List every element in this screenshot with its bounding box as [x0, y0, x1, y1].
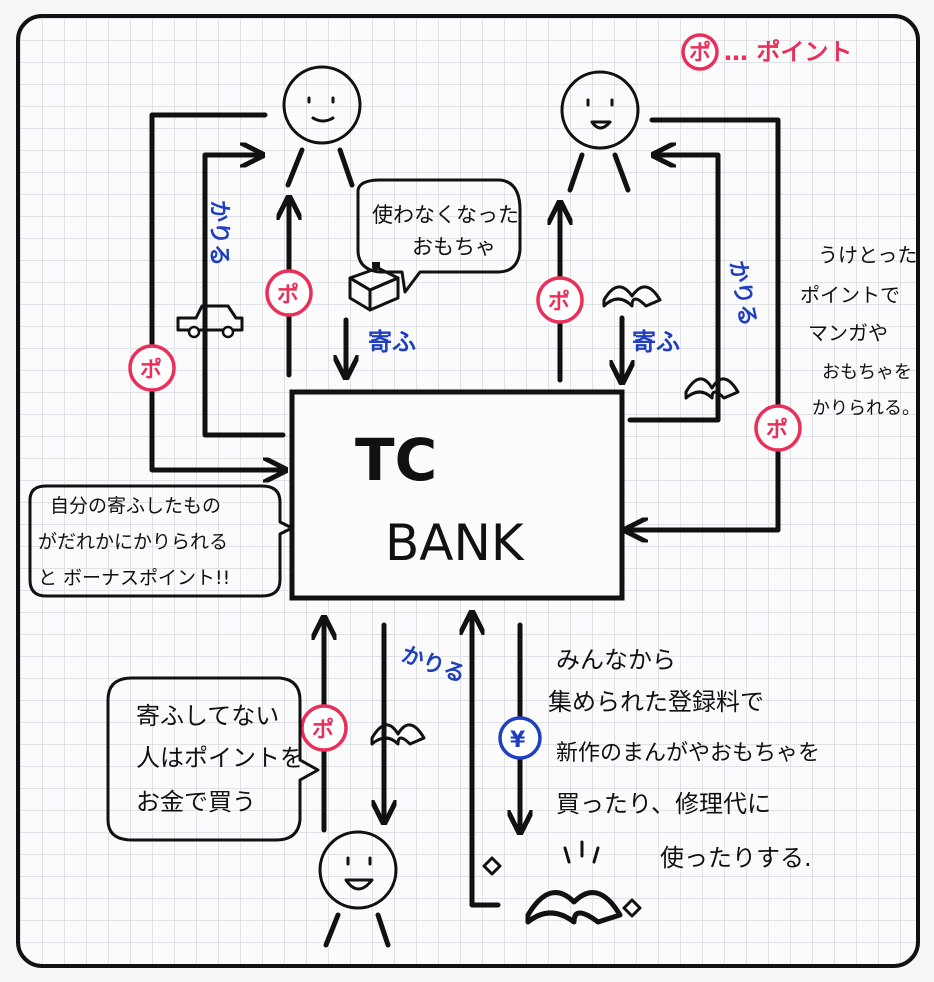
bonus-speech-bubble: 自分の寄ふしたもの がだれかにかりられる と ボーナスポイント!! [28, 484, 294, 598]
svg-text:ポイントで: ポイントで [800, 283, 900, 307]
toy-block-icon [348, 262, 400, 312]
person-head [560, 70, 640, 150]
point-badge-left-outer: ポ [128, 344, 176, 392]
kariru-label-left: かりる [206, 200, 231, 266]
buy-points-speech-bubble: 寄ふしてない 人はポイントを お金で買う [106, 676, 320, 842]
inner-left-kariru-arrow [202, 155, 286, 438]
outer-right-arrow [628, 117, 781, 530]
svg-text:集められた登録料で: 集められた登録料で [548, 688, 764, 716]
svg-text:おもちゃを: おもちゃを [822, 362, 912, 383]
svg-text:人はポイントを: 人はポイントを [136, 744, 304, 772]
svg-text:みんなから: みんなから [556, 646, 676, 674]
sparkle-icon [482, 856, 502, 876]
svg-text:使ったりする.: 使ったりする. [660, 844, 812, 872]
svg-text:¥: ¥ [510, 728, 526, 753]
svg-text:がだれかにかりられる: がだれかにかりられる [38, 531, 228, 553]
point-badge-left-inner: ポ [265, 269, 313, 317]
svg-text:うけとった: うけとった [818, 243, 917, 267]
svg-text:新作のまんがやおもちゃを: 新作のまんがやおもちゃを [556, 741, 820, 766]
person-body [567, 152, 631, 193]
point-badge-right-outer: ポ [754, 404, 802, 452]
svg-text:ポ: ポ [548, 289, 570, 315]
point-badge-right-inner: ポ [536, 276, 584, 324]
person-head [282, 65, 362, 145]
smile-face-icon [307, 96, 335, 123]
person-top-left [282, 65, 362, 188]
happy-face-icon [344, 856, 374, 891]
svg-text:おもちゃ: おもちゃ [412, 235, 496, 259]
svg-text:自分の寄ふしたもの: 自分の寄ふしたもの [50, 495, 221, 517]
sparkle-icon [622, 898, 642, 918]
person-body [323, 912, 391, 948]
svg-text:かりられる。: かりられる。 [812, 398, 920, 419]
legend-point-symbol: ポ [689, 40, 711, 66]
kifu-label-left: 寄ふ [368, 328, 416, 356]
svg-text:買ったり、修理代に: 買ったり、修理代に [556, 790, 771, 818]
bank-title-tc: TC [355, 426, 437, 494]
kariru-label-right: かりる [724, 259, 760, 328]
svg-text:ポ: ポ [312, 717, 334, 743]
svg-text:ポ: ポ [140, 357, 162, 383]
person-head [318, 830, 398, 910]
svg-text:と ボーナスポイント!!: と ボーナスポイント!! [38, 567, 230, 589]
legend-point-badge [681, 33, 719, 71]
manga-book-icon-bottom [370, 723, 426, 746]
kifu-label-right: 寄ふ [632, 328, 680, 356]
svg-text:使わなくなった: 使わなくなった [372, 203, 519, 227]
yen-badge: ¥ [498, 716, 542, 760]
bottom-note: みんなから 集められた登録料で 新作のまんがやおもちゃを 買ったり、修理代に 使… [548, 646, 820, 872]
toy-speech-bubble: 使わなくなった おもちゃ [356, 178, 522, 294]
manga-book-icon-top [602, 285, 662, 308]
new-book-icon [482, 840, 642, 925]
outer-left-arrow [149, 112, 283, 470]
inner-right-kariru-arrow [627, 155, 721, 423]
legend-label: … ポイント [724, 38, 852, 66]
bank-rectangle [289, 389, 625, 601]
point-badge-bottom: ポ [300, 704, 348, 752]
bottom-return-up-arrow [472, 615, 501, 908]
manga-book-icon-right [684, 377, 740, 400]
bank-title-bank: BANK [385, 514, 525, 572]
tc-bank-box: TC BANK [289, 389, 625, 601]
kariru-label-bottom: かりる [398, 642, 469, 688]
right-note: うけとった ポイントで マンガや おもちゃを かりられる。 [800, 243, 920, 419]
happy-face-icon [586, 98, 614, 130]
svg-text:お金で買う: お金で買う [136, 788, 256, 816]
svg-text:マンガや: マンガや [808, 321, 888, 345]
legend: ポ … ポイント [681, 33, 852, 71]
svg-text:寄ふしてない: 寄ふしてない [136, 702, 279, 730]
svg-text:ポ: ポ [277, 282, 299, 308]
person-bottom [318, 830, 398, 948]
svg-text:ポ: ポ [766, 417, 788, 443]
person-top-right [560, 70, 640, 193]
person-body [285, 147, 355, 188]
shine-lines-icon [563, 840, 600, 864]
toy-car-icon [176, 304, 244, 339]
